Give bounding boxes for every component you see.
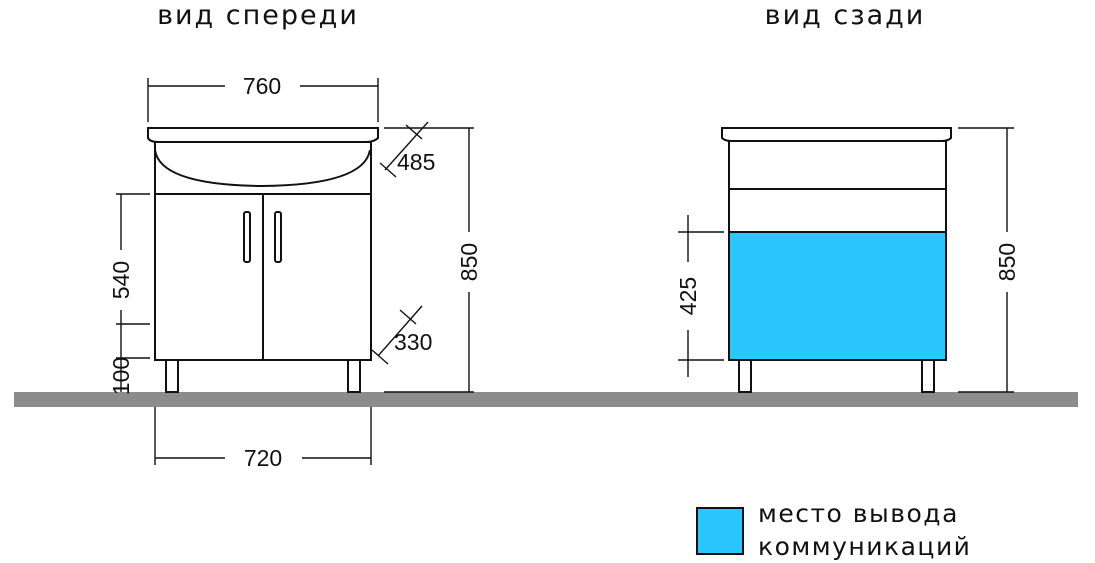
- utility-zone: [728, 231, 947, 361]
- back-upper-panel: [728, 140, 947, 190]
- floor-line: [14, 392, 1078, 407]
- dim-cabinet-depth: 330: [394, 329, 432, 355]
- right-door-handle: [274, 211, 282, 263]
- legend-line-1: место вывода: [758, 499, 959, 528]
- back-view: 425 850: [675, 127, 1020, 393]
- back-countertop: [721, 127, 952, 142]
- left-door: [154, 193, 264, 361]
- dim-base-width: 720: [244, 445, 282, 471]
- legend-swatch: [696, 507, 744, 555]
- dim-body-height: 540: [108, 261, 134, 299]
- back-view-title: вид сзади: [765, 0, 926, 31]
- basin-curve: [154, 149, 371, 188]
- front-right-leg: [347, 359, 361, 393]
- right-door: [262, 193, 372, 361]
- back-right-leg: [921, 359, 935, 393]
- front-countertop: [147, 127, 379, 143]
- dim-total-height-front: 850: [456, 243, 482, 281]
- dim-utility-zone-height: 425: [675, 277, 701, 315]
- dim-top-width: 760: [243, 73, 281, 99]
- legend: место вывода коммуникаций: [696, 499, 971, 561]
- back-middle-panel: [728, 188, 947, 233]
- legend-line-2: коммуникаций: [758, 532, 971, 561]
- front-view: 760 485 850 330 540 100 720: [108, 73, 482, 471]
- back-left-leg: [738, 359, 752, 393]
- front-view-title: вид спереди: [157, 0, 359, 31]
- dim-basin-depth: 485: [397, 149, 435, 175]
- left-door-handle: [243, 211, 251, 263]
- dim-leg-height: 100: [108, 357, 134, 395]
- front-left-leg: [165, 359, 179, 393]
- dim-total-height-back: 850: [994, 243, 1020, 281]
